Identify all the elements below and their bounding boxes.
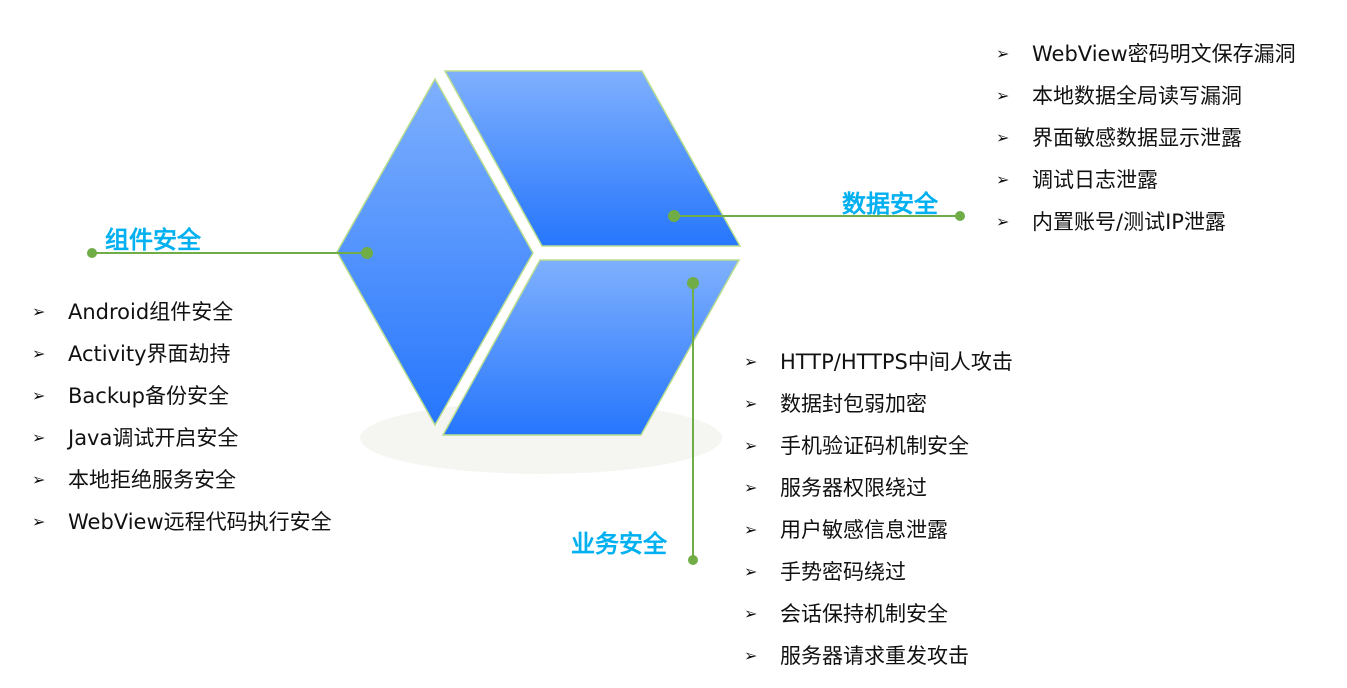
- list-item: ➢ 用户敏感信息泄露: [744, 509, 1013, 551]
- list-item: ➢ 本地拒绝服务安全: [32, 459, 332, 501]
- arrow-bullet-icon: ➢: [996, 128, 1010, 147]
- list-item: ➢ 服务器权限绕过: [744, 467, 1013, 509]
- connector-dot: [361, 247, 373, 259]
- list-item: ➢ 本地数据全局读写漏洞: [996, 75, 1296, 117]
- arrow-bullet-icon: ➢: [744, 352, 758, 371]
- arrow-bullet-icon: ➢: [32, 344, 46, 363]
- list-item-label: 服务器请求重发攻击: [780, 644, 969, 668]
- arrow-bullet-icon: ➢: [32, 512, 46, 531]
- list-item: ➢ WebView密码明文保存漏洞: [996, 33, 1296, 75]
- connector-dot: [668, 210, 680, 222]
- list-item: ➢ 手势密码绕过: [744, 551, 1013, 593]
- list-item: ➢ Activity界面劫持: [32, 333, 332, 375]
- arrow-bullet-icon: ➢: [744, 562, 758, 581]
- list-item-label: 调试日志泄露: [1032, 168, 1158, 192]
- arrow-bullet-icon: ➢: [744, 604, 758, 623]
- list-item-label: WebView远程代码执行安全: [68, 510, 332, 534]
- category-title-component: 组件安全: [105, 226, 201, 254]
- arrow-bullet-icon: ➢: [32, 470, 46, 489]
- list-item-label: Java调试开启安全: [68, 426, 239, 450]
- cube-face-top: [443, 70, 742, 247]
- arrow-bullet-icon: ➢: [32, 428, 46, 447]
- cube-face-left: [336, 77, 534, 427]
- component-security-list: ➢ Android组件安全 ➢ Activity界面劫持 ➢ Backup备份安全 ➢ Jav…: [32, 291, 332, 543]
- list-item: ➢ 内置账号/测试IP泄露: [996, 201, 1296, 243]
- list-item: ➢ Java调试开启安全: [32, 417, 332, 459]
- list-item-label: 界面敏感数据显示泄露: [1032, 126, 1242, 150]
- data-security-list: ➢ WebView密码明文保存漏洞 ➢ 本地数据全局读写漏洞 ➢ 界面敏感数据显示泄露 ➢ 调…: [996, 33, 1296, 243]
- list-item: ➢ 界面敏感数据显示泄露: [996, 117, 1296, 159]
- list-item: ➢ Backup备份安全: [32, 375, 332, 417]
- arrow-bullet-icon: ➢: [996, 170, 1010, 189]
- category-title-data: 数据安全: [842, 190, 938, 218]
- arrow-bullet-icon: ➢: [996, 86, 1010, 105]
- connector-dot: [687, 277, 699, 289]
- arrow-bullet-icon: ➢: [744, 520, 758, 539]
- list-item: ➢ 服务器请求重发攻击: [744, 635, 1013, 677]
- arrow-bullet-icon: ➢: [744, 394, 758, 413]
- connector-dot: [688, 555, 698, 565]
- list-item-label: 手势密码绕过: [780, 560, 906, 584]
- list-item: ➢ 会话保持机制安全: [744, 593, 1013, 635]
- cube-face-bottom: [441, 259, 741, 436]
- list-item-label: 用户敏感信息泄露: [780, 518, 948, 542]
- list-item: ➢ Android组件安全: [32, 291, 332, 333]
- list-item-label: 服务器权限绕过: [780, 476, 927, 500]
- list-item-label: Android组件安全: [68, 300, 234, 324]
- list-item-label: Backup备份安全: [68, 384, 229, 408]
- list-item-label: HTTP/HTTPS中间人攻击: [780, 350, 1013, 374]
- list-item: ➢ WebView远程代码执行安全: [32, 501, 332, 543]
- arrow-bullet-icon: ➢: [744, 646, 758, 665]
- connector-dot: [955, 211, 965, 221]
- list-item: ➢ 数据封包弱加密: [744, 383, 1013, 425]
- arrow-bullet-icon: ➢: [744, 436, 758, 455]
- arrow-bullet-icon: ➢: [744, 478, 758, 497]
- list-item-label: 本地拒绝服务安全: [68, 468, 236, 492]
- list-item-label: 内置账号/测试IP泄露: [1032, 210, 1226, 234]
- list-item-label: Activity界面劫持: [68, 342, 231, 366]
- list-item: ➢ 手机验证码机制安全: [744, 425, 1013, 467]
- arrow-bullet-icon: ➢: [996, 44, 1010, 63]
- business-security-list: ➢ HTTP/HTTPS中间人攻击 ➢ 数据封包弱加密 ➢ 手机验证码机制安全 ➢ 服务器权限…: [744, 341, 1013, 677]
- list-item: ➢ 调试日志泄露: [996, 159, 1296, 201]
- category-title-business: 业务安全: [571, 530, 667, 558]
- arrow-bullet-icon: ➢: [32, 386, 46, 405]
- list-item-label: 本地数据全局读写漏洞: [1032, 84, 1242, 108]
- list-item-label: 数据封包弱加密: [780, 392, 927, 416]
- list-item: ➢ HTTP/HTTPS中间人攻击: [744, 341, 1013, 383]
- connector-dot: [87, 248, 97, 258]
- arrow-bullet-icon: ➢: [32, 302, 46, 321]
- list-item-label: WebView密码明文保存漏洞: [1032, 42, 1296, 66]
- list-item-label: 会话保持机制安全: [780, 602, 948, 626]
- arrow-bullet-icon: ➢: [996, 212, 1010, 231]
- list-item-label: 手机验证码机制安全: [780, 434, 969, 458]
